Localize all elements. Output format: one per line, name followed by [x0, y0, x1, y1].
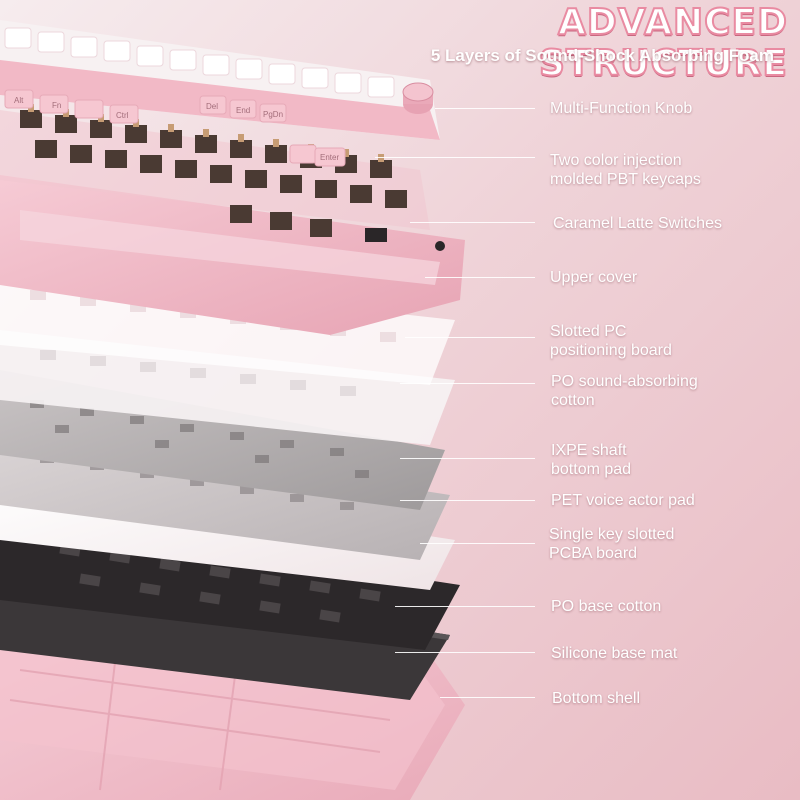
leader-line-knob: [435, 108, 535, 109]
leader-line-keycaps: [375, 157, 535, 158]
keycap-legend-fn: Fn: [52, 101, 61, 110]
po-cotton-layer: [0, 330, 455, 445]
leader-line-upper-cover: [425, 277, 535, 278]
label-po-base: PO base cotton: [551, 598, 662, 615]
upper-cover-layer: [0, 175, 465, 335]
leader-line-po-cotton: [400, 383, 535, 384]
keycap-legend-enter: Enter: [320, 153, 339, 162]
label-pc-board: Slotted PC positioning board: [550, 323, 672, 359]
label-pet: PET voice actor pad: [551, 492, 695, 509]
label-pcba: Single key slotted PCBA board: [549, 526, 675, 562]
label-upper-cover: Upper cover: [550, 269, 638, 286]
keycaps-layer: Alt Fn Ctrl Del End PgDn Enter: [0, 20, 440, 167]
leader-line-pcba: [420, 543, 535, 544]
keycap-legend-alt: Alt: [14, 96, 24, 105]
keycap-legend-pgdn: PgDn: [263, 110, 283, 119]
leader-line-switches: [410, 222, 535, 223]
label-knob: Multi-Function Knob: [550, 100, 693, 117]
keycap-legend-ctrl: Ctrl: [116, 111, 129, 120]
page-subtitle: 5 Layers of Sound-Shock Absorbing Foam: [430, 46, 774, 65]
label-keycaps: Two color injection molded PBT keycaps: [550, 152, 701, 188]
leader-line-pc-board: [405, 337, 535, 338]
keycap-legend-del: Del: [206, 102, 218, 111]
label-bottom-shell: Bottom shell: [552, 690, 641, 707]
label-switches: Caramel Latte Switches: [553, 215, 722, 232]
leader-line-silicone: [395, 652, 535, 653]
leader-line-bottom-shell: [440, 697, 535, 698]
label-ixpe: IXPE shaft bottom pad: [551, 442, 632, 478]
label-po-cotton: PO sound-absorbing cotton: [551, 373, 698, 409]
label-silicone: Silicone base mat: [551, 645, 678, 662]
leader-line-ixpe: [400, 458, 535, 459]
page-title: ADVANCED STRUCTURE: [538, 1, 788, 85]
switches-layer: [0, 104, 430, 237]
leader-line-po-base: [395, 606, 535, 607]
keycap-legend-end: End: [236, 106, 250, 115]
knob-icon: [402, 82, 434, 114]
leader-line-pet: [400, 500, 535, 501]
